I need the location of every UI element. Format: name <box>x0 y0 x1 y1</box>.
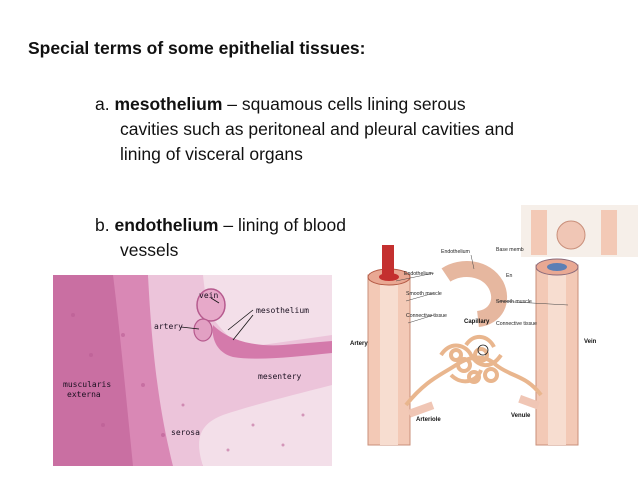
label-mesentery: mesentery <box>258 372 302 381</box>
slide-heading: Special terms of some epithelial tissues… <box>28 38 366 58</box>
list-marker: b. <box>95 215 115 235</box>
label-smooth-muscle-left: Smooth muscle <box>406 291 442 297</box>
label-arteriole: Arteriole <box>416 417 441 423</box>
label-artery: artery <box>154 322 183 331</box>
label-endothelium-left: Endothelium <box>404 271 433 277</box>
diagram-image: Endothelium Base memb Endothelium Smooth… <box>346 205 638 458</box>
list-marker: a. <box>95 94 115 114</box>
label-externa: externa <box>67 390 101 399</box>
blood-vessel-diagram: Endothelium Base memb Endothelium Smooth… <box>346 205 638 458</box>
term-endothelium: endothelium <box>114 215 219 235</box>
label-vein: vein <box>199 291 218 300</box>
definition-line: lining of visceral organs <box>120 144 303 164</box>
label-capillary: Capillary <box>464 319 490 325</box>
histology-micrograph: vein artery mesothelium mesentery muscul… <box>53 275 332 466</box>
label-connective-left: Connective tissue <box>406 313 447 319</box>
micrograph-image: vein artery mesothelium mesentery muscul… <box>53 275 332 466</box>
definition-mesothelium: a. mesothelium – squamous cells lining s… <box>95 92 630 167</box>
label-muscularis: muscularis <box>63 380 111 389</box>
label-artery: Artery <box>350 341 368 347</box>
label-serosa: serosa <box>171 428 200 437</box>
definition-line: a. mesothelium – squamous cells lining s… <box>95 92 630 117</box>
definition-line: cavities such as peritoneal and pleural … <box>120 119 514 139</box>
label-venule: Venule <box>511 413 531 419</box>
label-endothelium-right: En <box>506 273 512 279</box>
label-connective-right: Connective tissue <box>496 321 537 327</box>
label-base-membrane: Base memb <box>496 247 524 253</box>
definition-text: – squamous cells lining serous <box>222 94 466 114</box>
term-mesothelium: mesothelium <box>114 94 223 114</box>
label-mesothelium: mesothelium <box>256 306 309 315</box>
label-vein: Vein <box>584 339 597 345</box>
label-endothelium-top: Endothelium <box>441 249 470 255</box>
definition-line: vessels <box>120 240 179 260</box>
